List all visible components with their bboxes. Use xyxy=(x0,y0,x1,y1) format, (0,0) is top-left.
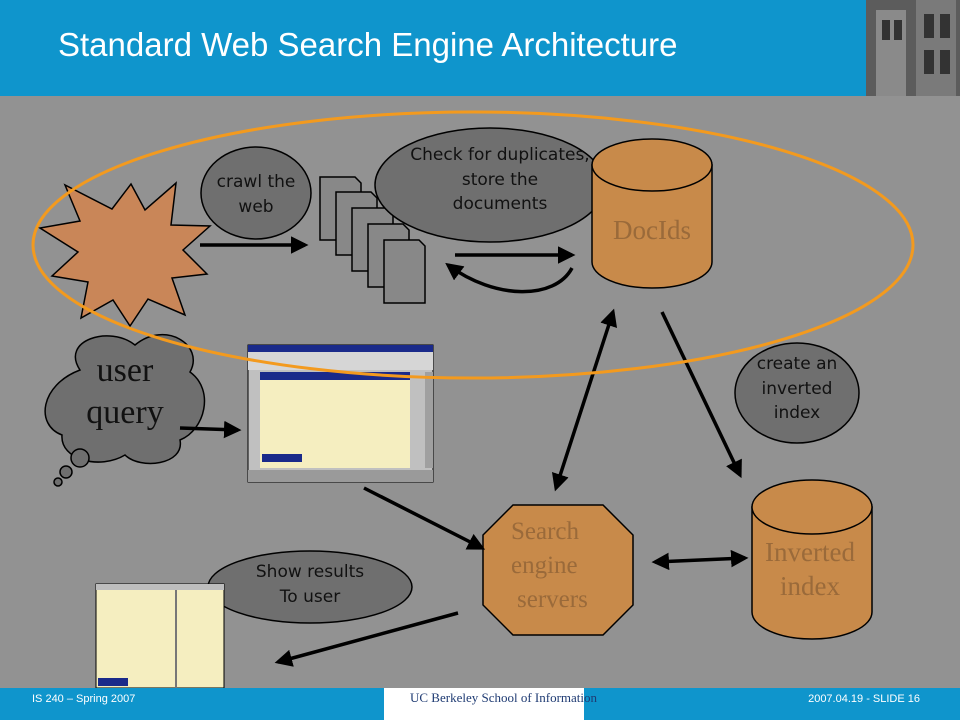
user-query-cloud xyxy=(44,333,206,487)
arrow-servers-inverted xyxy=(651,549,749,571)
crawler-highlight-ellipse xyxy=(31,110,915,380)
create-index-bubble xyxy=(734,342,860,444)
docids-label: DocIds xyxy=(613,215,691,245)
title-bar xyxy=(0,0,866,96)
arrow-servers-to-results xyxy=(274,611,459,667)
course-label: IS 240 – Spring 2007 xyxy=(32,693,136,705)
arrow-servers-docids xyxy=(551,308,618,492)
docids-cylinder xyxy=(591,138,713,289)
crawl-bubble xyxy=(200,146,312,240)
document-stack-icon xyxy=(319,176,426,304)
browser-screenshot xyxy=(247,344,434,483)
arrow-query-to-browser xyxy=(179,420,242,439)
inverted-index-cylinder xyxy=(751,479,873,640)
arrow-docids-to-inverted xyxy=(660,311,742,479)
arrow-dup-loop xyxy=(445,262,574,294)
slide-number: 2007.04.19 - SLIDE 16 xyxy=(808,693,920,705)
results-screenshot xyxy=(95,583,225,689)
arrow-browser-to-servers xyxy=(363,486,486,550)
search-servers-octagon xyxy=(482,504,634,636)
school-logo-text: UC Berkeley School of Information xyxy=(410,690,598,705)
school-logo xyxy=(384,688,584,720)
building-photo xyxy=(866,0,960,96)
slide-title: Standard Web Search Engine Architecture xyxy=(58,26,678,63)
web-starburst-icon xyxy=(37,181,212,328)
